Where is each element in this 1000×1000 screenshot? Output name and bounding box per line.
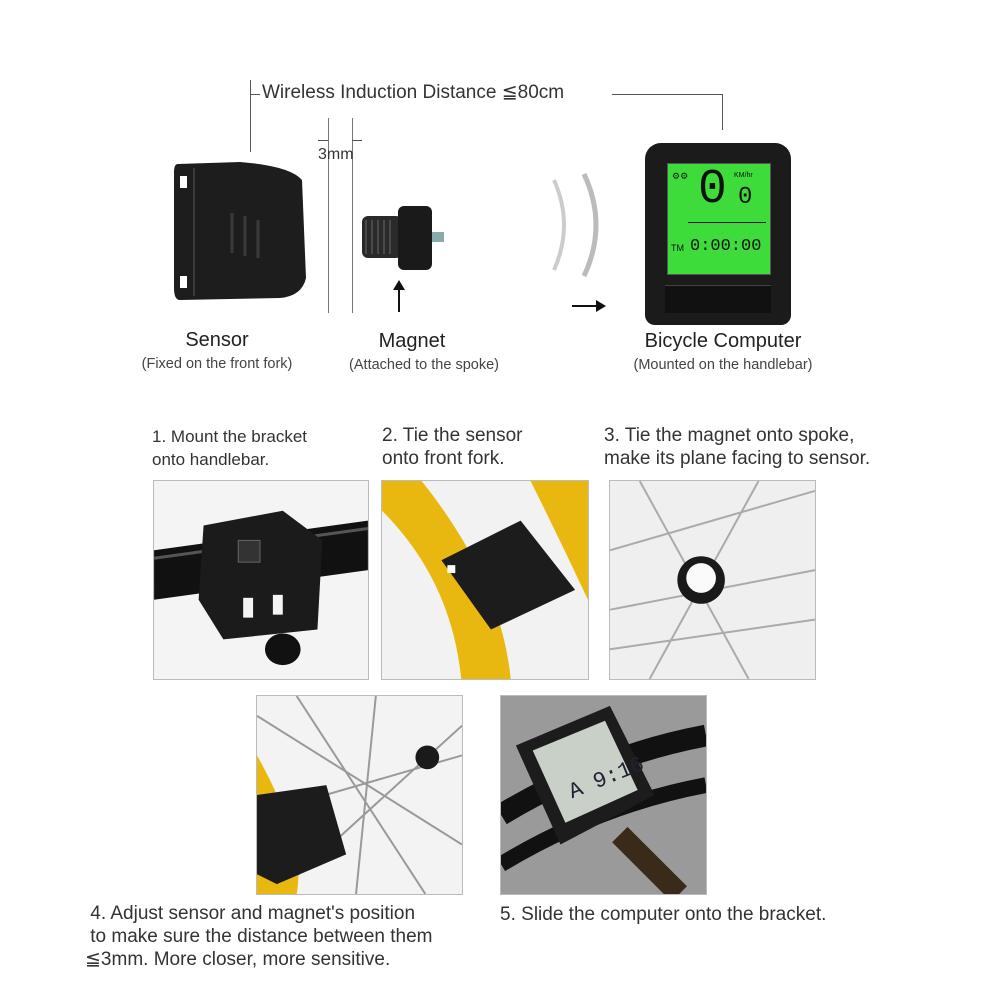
step-text: onto handlebar.: [152, 450, 270, 469]
step-number: 5.: [500, 904, 516, 925]
step-text: ≦3mm. More closer, more sensitive.: [85, 949, 391, 970]
step-text: onto front fork.: [382, 448, 505, 469]
distance-label: Wireless Induction Distance ≦80cm: [262, 82, 565, 103]
lcd-divider: [688, 222, 766, 223]
step-number: 3.: [604, 425, 620, 446]
magnet-image: [362, 206, 444, 270]
lcd-screen: ⚙⚙ 0 KM/hr 0 TM 0:00:00: [667, 163, 771, 275]
speed-unit: KM/hr: [734, 172, 753, 179]
speed-value: 0: [698, 163, 727, 217]
step-2-caption: 2. Tie the sensor onto front fork.: [382, 424, 522, 470]
gap-tick-left: [318, 140, 328, 141]
wireless-signal-icon: [552, 172, 599, 278]
step-text: Slide the computer onto the bracket.: [521, 904, 827, 925]
step-1-caption: 1. Mount the bracket onto handlebar.: [152, 425, 307, 471]
time-value: 0:00:00: [690, 237, 762, 256]
step-text: Mount the bracket: [170, 427, 307, 446]
sensor-device-image: [174, 162, 306, 300]
step-5-photo: A 9:16: [500, 695, 707, 895]
step-text: make its plane facing to sensor.: [604, 448, 871, 469]
step-3-caption: 3. Tie the magnet onto spoke, make its p…: [604, 424, 870, 470]
gap-left-line: [328, 118, 329, 313]
distance-left-line: [250, 80, 251, 152]
step-text: Adjust sensor and magnet's position: [110, 903, 416, 924]
step-number: 1.: [152, 427, 167, 446]
computer-arrow-icon: [596, 300, 606, 312]
magnet-arrow-icon: [393, 280, 405, 290]
step-5-caption: 5. Slide the computer onto the bracket.: [500, 903, 826, 926]
step-number: 4.: [90, 903, 107, 924]
magnet-note: (Attached to the spoke): [349, 357, 499, 373]
sensor-note: (Fixed on the front fork): [141, 356, 293, 372]
bicycle-computer-image: ⚙⚙ 0 KM/hr 0 TM 0:00:00: [645, 143, 791, 325]
computer-arrow-shaft: [572, 305, 598, 307]
magnet-arrow-shaft: [398, 288, 400, 312]
computer-button-bar: [665, 285, 771, 313]
time-label: TM: [671, 243, 684, 253]
gap-right-line: [352, 118, 353, 313]
step-4-caption: 4. Adjust sensor and magnet's position t…: [85, 902, 432, 971]
step-2-photo: [381, 480, 589, 680]
step-text: Tie the sensor: [402, 425, 523, 446]
gap-label: 3mm: [318, 146, 354, 163]
computer-title: Bicycle Computer: [644, 330, 802, 352]
gap-tick-right: [352, 140, 362, 141]
distance-left-tick: [250, 94, 260, 95]
step-number: 2.: [382, 425, 398, 446]
step-4-photo: [256, 695, 463, 895]
step-3-photo: [609, 480, 816, 680]
distance-right-vertical: [722, 94, 723, 130]
speed-decimal: 0: [738, 184, 753, 211]
wheel-icons: ⚙⚙: [672, 171, 689, 181]
step-1-photo: [153, 480, 369, 680]
magnet-title: Magnet: [378, 330, 446, 352]
step-text: to make sure the distance between them: [90, 926, 433, 947]
computer-note: (Mounted on the handlebar): [633, 357, 813, 373]
sensor-title: Sensor: [185, 329, 249, 351]
step-text: Tie the magnet onto spoke,: [624, 425, 855, 446]
distance-right-line: [612, 94, 722, 95]
